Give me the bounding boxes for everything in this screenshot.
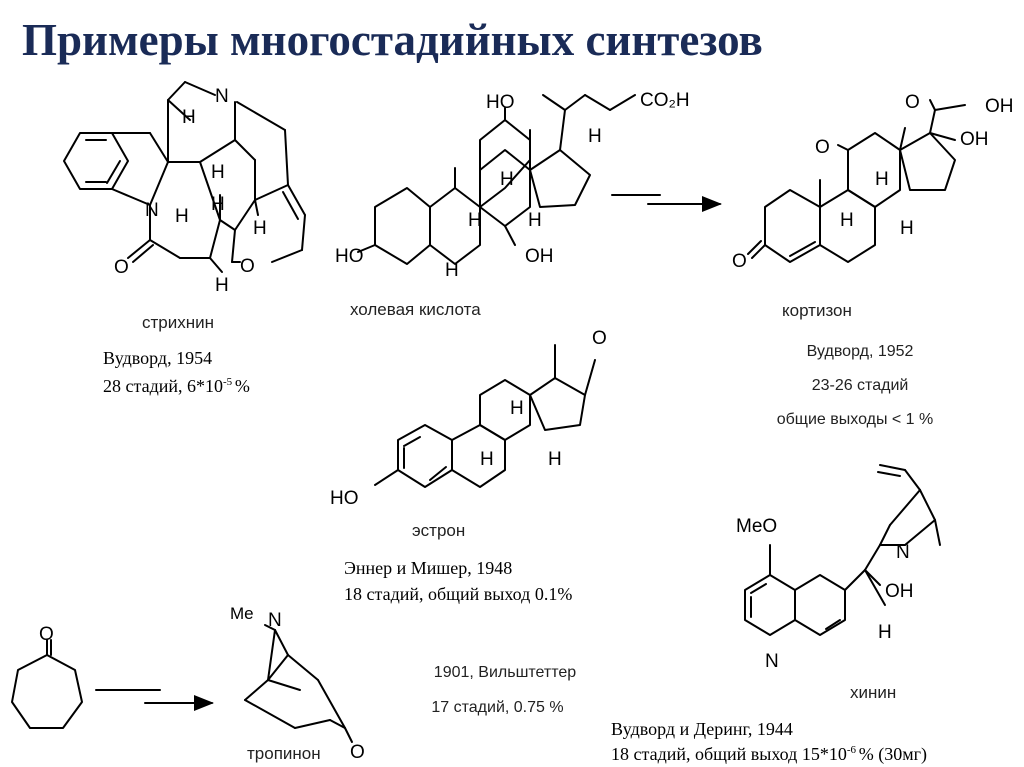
quinine-structure: MeO N N OH H	[736, 464, 941, 672]
cycloheptanone-structure: O	[11, 624, 83, 729]
tropinone-structure: Me N O	[230, 604, 365, 763]
svg-text:H: H	[480, 449, 494, 470]
quinine-steps: 18 стадий, общий выход 15*10-6 % (30мг)	[611, 741, 927, 767]
cortisone-name: кортизон	[782, 301, 852, 320]
cortisone-structure: O O O OH OH H H H	[732, 92, 1014, 272]
quinine-name: хинин	[850, 683, 897, 702]
svg-text:H: H	[215, 275, 229, 296]
cholic-acid-name: холевая кислота	[350, 300, 481, 319]
svg-text:N: N	[215, 86, 229, 107]
svg-text:N: N	[145, 200, 159, 221]
cortisone-author: Вудворд, 1952	[806, 343, 914, 360]
svg-text:H: H	[875, 169, 889, 190]
svg-text:H: H	[528, 210, 542, 231]
svg-text:OH: OH	[985, 96, 1014, 117]
svg-text:H: H	[182, 107, 196, 128]
svg-text:H: H	[900, 218, 914, 239]
tropinone-name: тропинон	[247, 744, 321, 763]
cholic-acid-structure: HO CO₂H HO OH H H H H H	[335, 90, 690, 281]
svg-text:O: O	[592, 328, 607, 349]
tropinone-author: 1901, Вильштеттер	[433, 664, 577, 681]
svg-text:O: O	[732, 251, 747, 272]
svg-text:H: H	[253, 218, 267, 239]
svg-text:O: O	[114, 257, 129, 278]
svg-text:H: H	[588, 126, 602, 147]
svg-text:H: H	[175, 206, 189, 227]
quinine-steps-exponent: -6	[846, 744, 859, 756]
strychnine-steps-exponent: -5	[223, 376, 235, 388]
strychnine-structure: N N O O H H H H H H	[63, 81, 306, 296]
svg-text:O: O	[905, 92, 920, 113]
svg-text:HO: HO	[330, 488, 359, 509]
svg-text:N: N	[765, 651, 779, 672]
tropinone-steps: 17 стадий, 0.75 %	[431, 699, 564, 716]
svg-text:OH: OH	[525, 246, 554, 267]
strychnine-steps-unit: %	[234, 376, 250, 396]
svg-text:O: O	[240, 256, 255, 277]
svg-text:HO: HO	[486, 92, 515, 113]
svg-text:CO₂H: CO₂H	[640, 90, 690, 111]
svg-text:H: H	[548, 449, 562, 470]
quinine-author: Вудворд и Деринг, 1944	[611, 719, 793, 739]
svg-text:H: H	[211, 194, 225, 215]
svg-text:N: N	[268, 610, 282, 631]
svg-text:H: H	[510, 398, 524, 419]
svg-text:H: H	[211, 162, 225, 183]
svg-text:O: O	[350, 742, 365, 763]
estrone-name: эстрон	[412, 521, 466, 540]
cortisone-steps: 23-26 стадий	[811, 377, 909, 394]
svg-text:OH: OH	[885, 581, 914, 602]
svg-text:H: H	[500, 169, 514, 190]
svg-text:HO: HO	[335, 246, 364, 267]
cortisone-yield: общие выходы < 1 %	[776, 411, 934, 428]
quinine-steps-unit: % (30мг)	[858, 744, 928, 764]
quinine-steps-text: 18 стадий, общий выход 15*10	[611, 744, 847, 764]
svg-text:H: H	[878, 622, 892, 643]
svg-text:O: O	[815, 137, 830, 158]
estrone-structure: O HO H H H	[330, 328, 607, 509]
strychnine-name: стрихнин	[142, 313, 215, 332]
svg-text:Me: Me	[230, 604, 254, 623]
svg-text:N: N	[896, 542, 910, 563]
estrone-author: Эннер и Мишер, 1948	[344, 558, 513, 578]
svg-text:MeO: MeO	[736, 516, 777, 537]
strychnine-steps: 28 стадий, 6*10-5 %	[103, 373, 250, 399]
estrone-steps: 18 стадий, общий выход 0.1%	[344, 584, 573, 604]
svg-text:H: H	[840, 210, 854, 231]
svg-text:H: H	[445, 260, 459, 281]
svg-text:O: O	[39, 624, 54, 645]
slide-title: Примеры многостадийных синтезов	[22, 15, 763, 65]
strychnine-author: Вудворд, 1954	[103, 348, 213, 368]
svg-text:H: H	[468, 210, 482, 231]
strychnine-steps-text: 28 стадий, 6*10	[103, 376, 223, 396]
svg-text:OH: OH	[960, 129, 989, 150]
